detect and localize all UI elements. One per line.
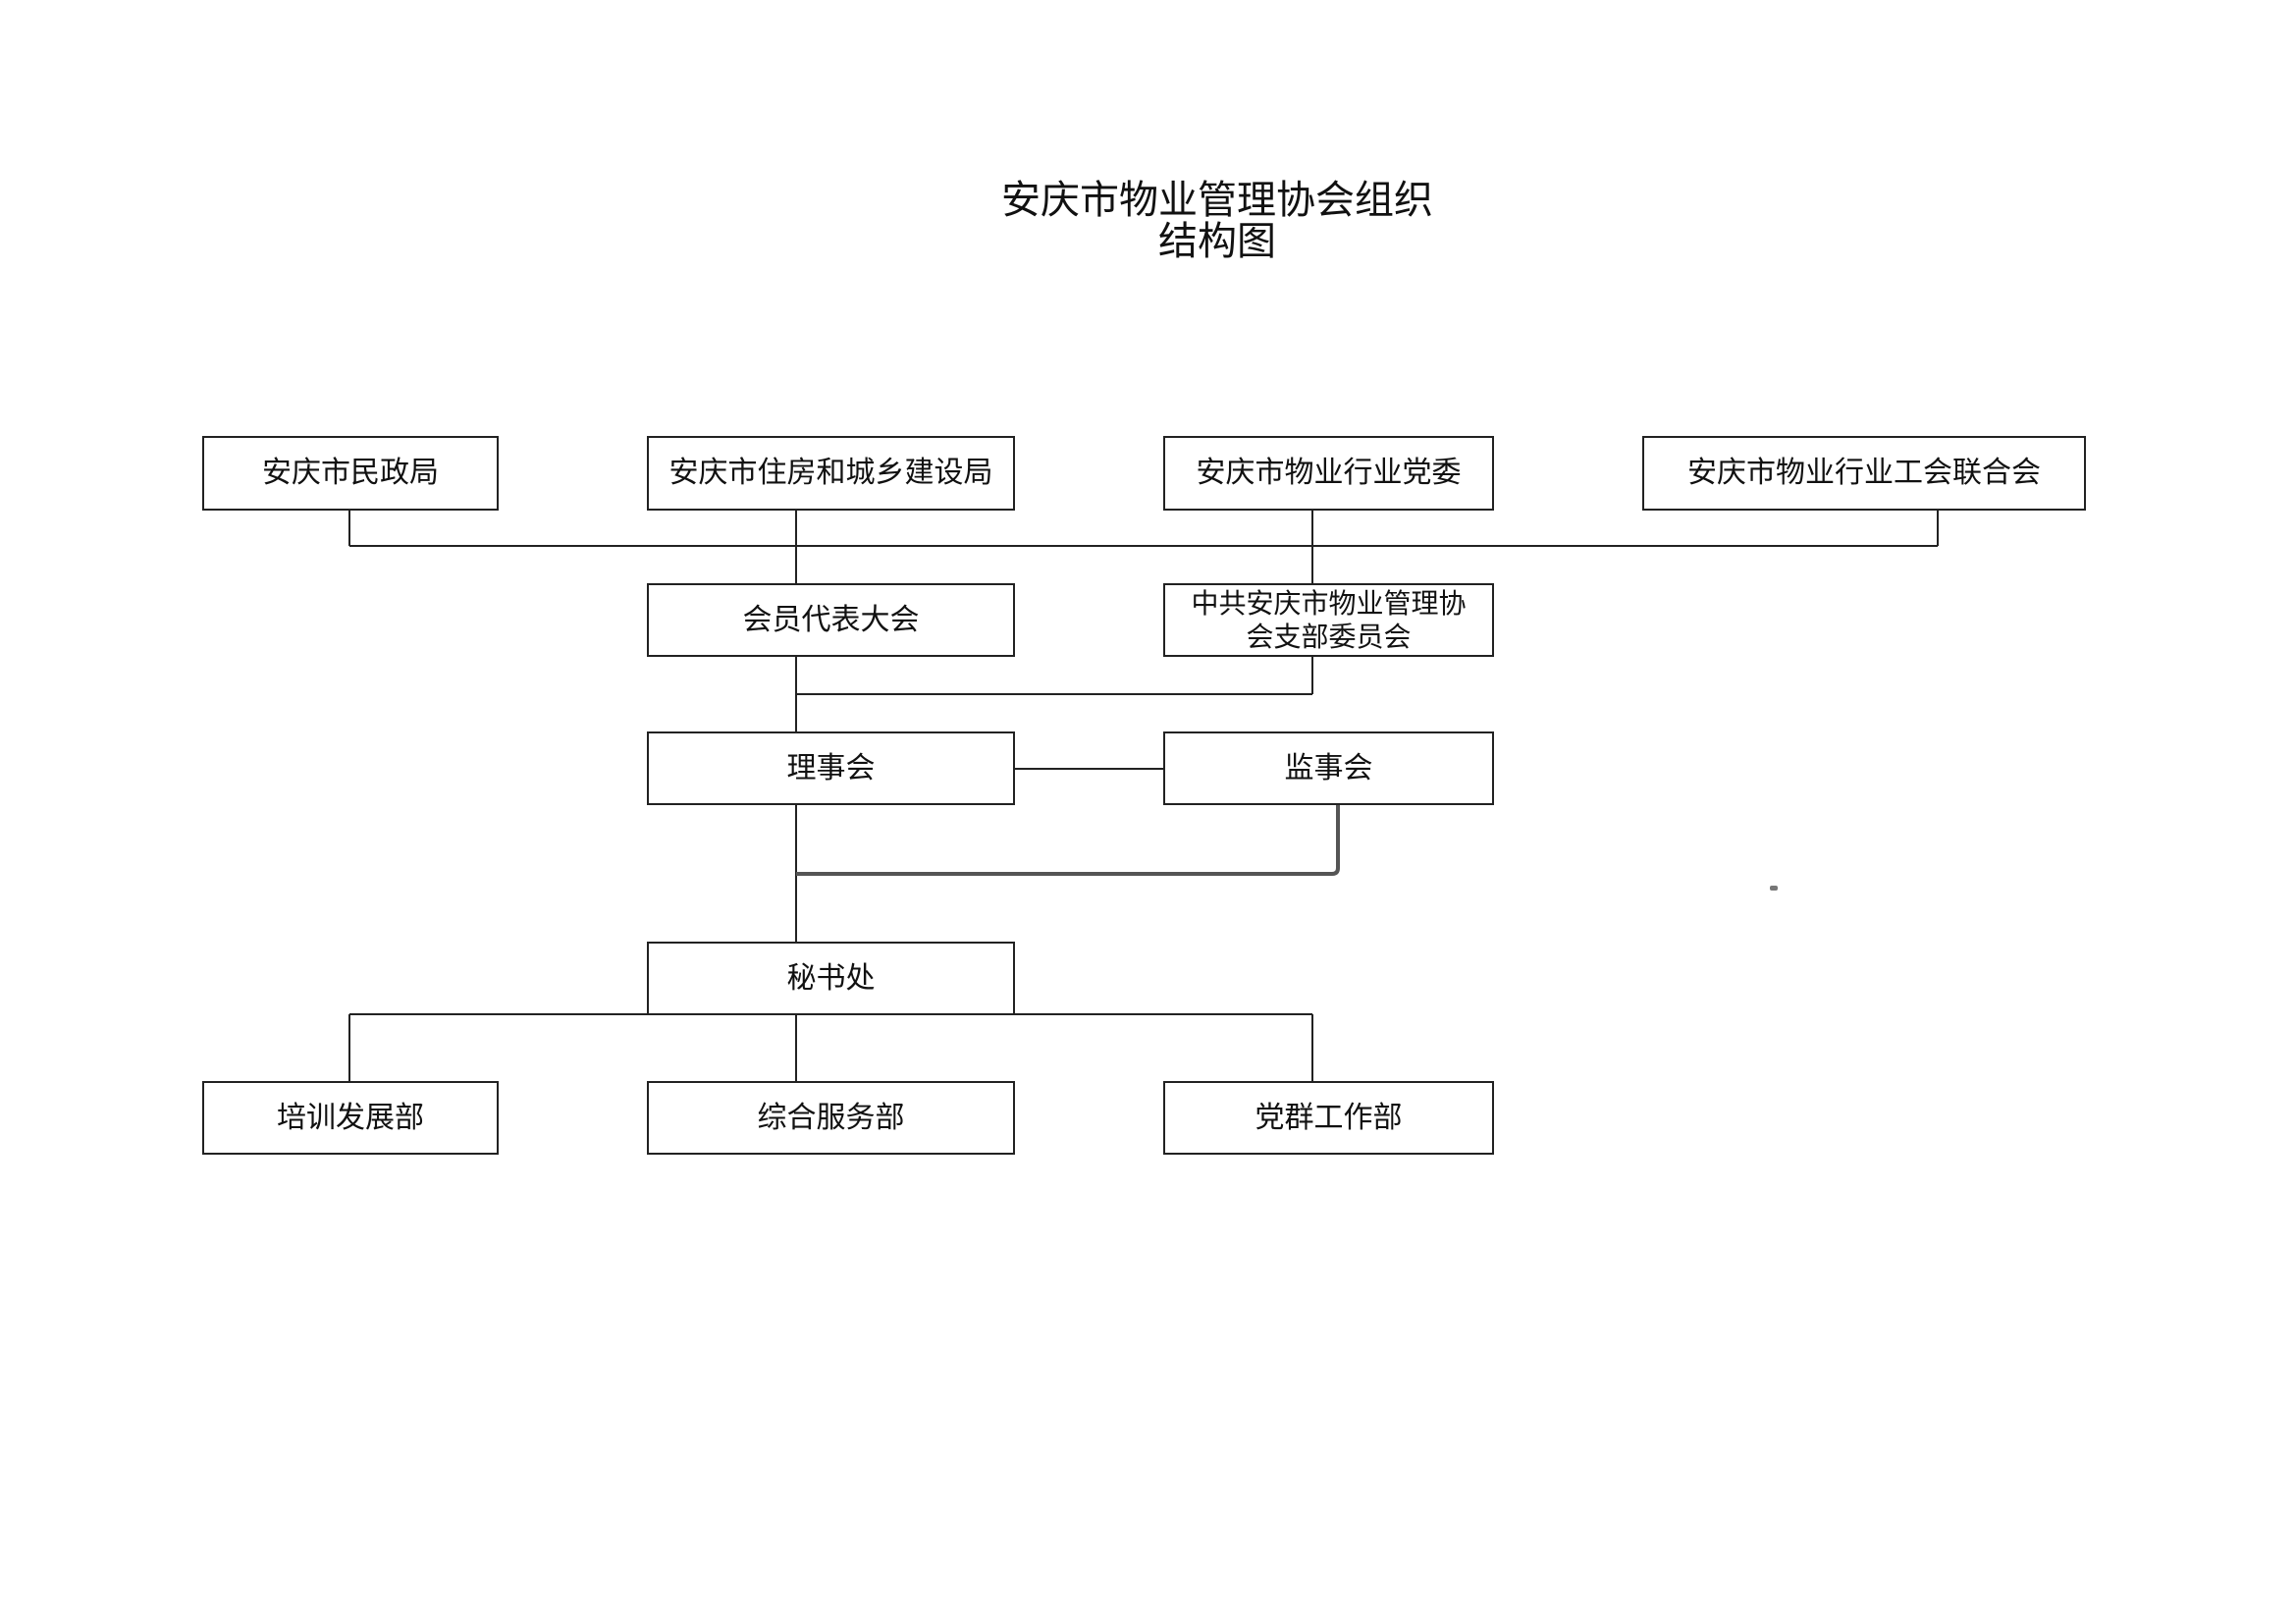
node-minzheng-label: 安庆市民政局 bbox=[262, 456, 439, 490]
scan-speck bbox=[1770, 886, 1778, 891]
chart-title: 安庆市物业管理协会组织 结构图 bbox=[883, 180, 1551, 262]
node-party-branch-label-line2: 会支部委员会 bbox=[1246, 620, 1412, 653]
node-housing-bureau: 安庆市住房和城乡建设局 bbox=[647, 436, 1015, 511]
node-party-committee: 安庆市物业行业党委 bbox=[1163, 436, 1494, 511]
node-party-work-dept: 党群工作部 bbox=[1163, 1081, 1494, 1155]
node-party-work-dept-label: 党群工作部 bbox=[1255, 1100, 1403, 1135]
node-secretariat: 秘书处 bbox=[647, 942, 1015, 1015]
node-party-committee-label: 安庆市物业行业党委 bbox=[1196, 456, 1462, 490]
node-training-dept: 培训发展部 bbox=[202, 1081, 499, 1155]
node-trade-union: 安庆市物业行业工会联合会 bbox=[1642, 436, 2086, 511]
node-training-dept-label: 培训发展部 bbox=[277, 1100, 424, 1135]
node-trade-union-label: 安庆市物业行业工会联合会 bbox=[1687, 456, 2041, 490]
node-housing-label: 安庆市住房和城乡建设局 bbox=[668, 456, 993, 490]
node-council: 理事会 bbox=[647, 731, 1015, 805]
chart-title-line2: 结构图 bbox=[1158, 219, 1276, 264]
chart-title-line1: 安庆市物业管理协会组织 bbox=[1001, 178, 1433, 223]
node-supervisory-board-label: 监事会 bbox=[1284, 750, 1373, 785]
connector-jianshi-mishu bbox=[796, 805, 1340, 876]
node-minzheng-bureau: 安庆市民政局 bbox=[202, 436, 499, 511]
node-services-dept-label: 综合服务部 bbox=[757, 1100, 905, 1135]
node-member-congress: 会员代表大会 bbox=[647, 583, 1015, 657]
node-member-congress-label: 会员代表大会 bbox=[742, 602, 920, 637]
node-services-dept: 综合服务部 bbox=[647, 1081, 1015, 1155]
node-party-branch: 中共安庆市物业管理协 会支部委员会 bbox=[1163, 583, 1494, 657]
node-council-label: 理事会 bbox=[786, 750, 876, 785]
node-party-branch-label-line1: 中共安庆市物业管理协 bbox=[1191, 586, 1467, 620]
node-supervisory-board: 监事会 bbox=[1163, 731, 1494, 805]
node-secretariat-label: 秘书处 bbox=[786, 960, 876, 996]
